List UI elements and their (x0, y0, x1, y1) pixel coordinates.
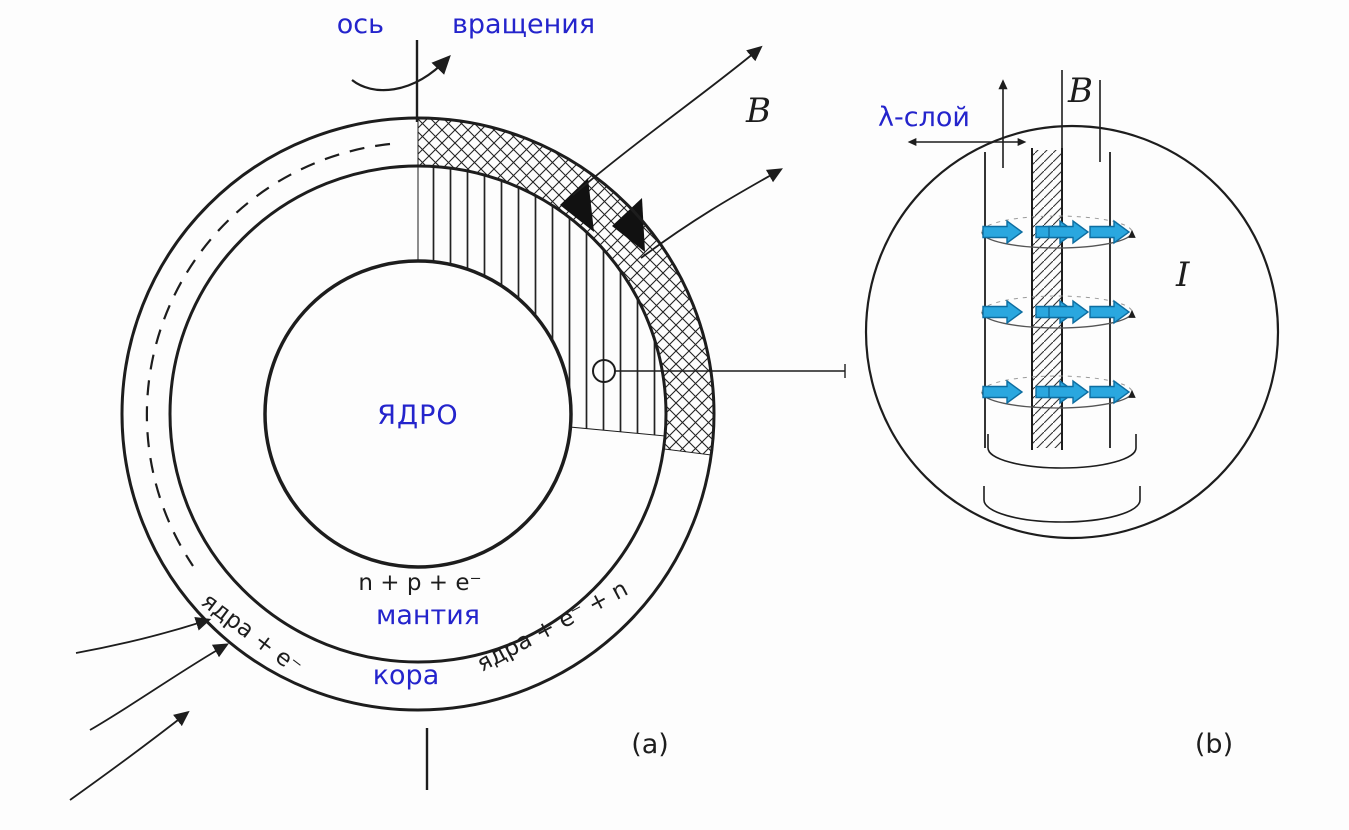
mantle-formula-label: n + p + e⁻ (358, 570, 481, 596)
current-arrow-icon (982, 300, 1023, 324)
rotation-axis-label-left: ось (337, 9, 384, 40)
mantle-circle (168, 164, 668, 664)
panel-b-caption: (b) (1195, 729, 1233, 760)
mantle-label: мантия (376, 600, 480, 631)
panel-a-caption: (a) (631, 729, 669, 760)
lambda-layer-label: λ-слой (878, 102, 970, 133)
rotation-axis (351, 40, 451, 790)
current-arrow-icon (982, 220, 1023, 244)
field-lines-above (998, 70, 1101, 168)
current-label: I (1175, 255, 1190, 295)
bottom-bracket-arcs (983, 434, 1141, 523)
magnetic-field-lines-bottom (69, 616, 229, 801)
lambda-layer-strip (1032, 150, 1062, 448)
magnetic-field-lines-top (572, 45, 783, 259)
inner-crust-formula-label: ядра + e⁻ + n (473, 576, 633, 677)
flux-wedge-icon (560, 178, 594, 232)
detail-connector-line (615, 364, 846, 378)
neutron-star-cross-section: ось вращения B ЯДРО n + p + e⁻ мантия ко… (69, 9, 846, 801)
crust-label: кора (373, 660, 440, 691)
cylinder-section-arcs (981, 215, 1136, 409)
magnetic-field-label-a: B (745, 91, 771, 131)
core-circle (263, 259, 573, 569)
detail-circle (864, 124, 1280, 540)
crust-dashed-arc (145, 142, 391, 567)
flux-tube-detail: λ-слой B I (b) (864, 70, 1280, 760)
rotation-arrow-icon (351, 54, 451, 92)
core-label: ЯДРО (377, 400, 458, 431)
rotation-axis-label-right: вращения (452, 9, 595, 40)
flux-wedge-icon (612, 198, 645, 252)
outer-crust-formula-label: ядра + e⁻ (196, 588, 306, 680)
current-arrow-icon (982, 380, 1023, 404)
magnetic-field-label-b: B (1067, 71, 1093, 111)
